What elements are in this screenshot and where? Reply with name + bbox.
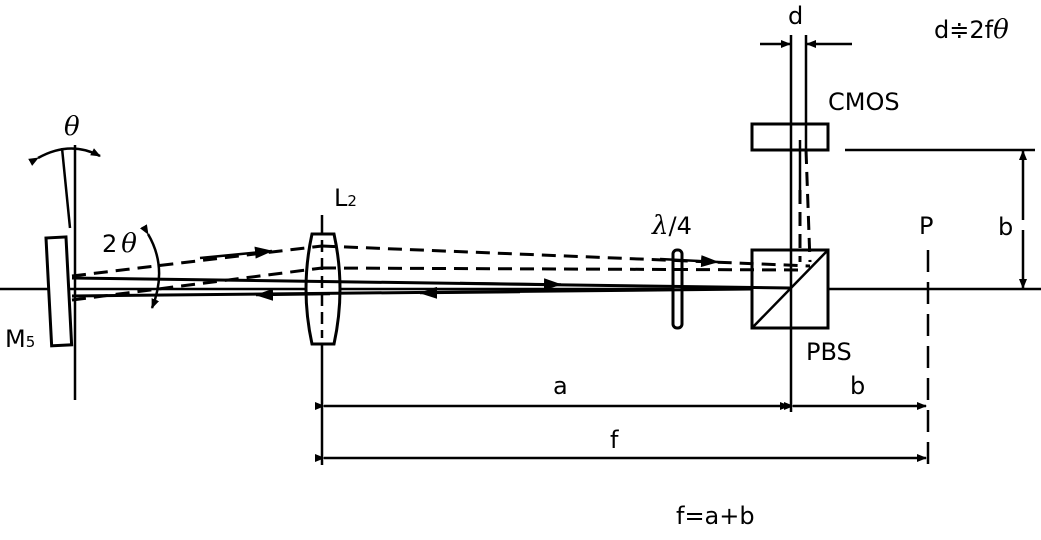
beam-line-right-lower — [804, 149, 812, 263]
beam-solid-lower — [71, 287, 753, 298]
beam-arrow-lower-1 — [419, 286, 521, 299]
beam-solid-upper — [71, 276, 791, 290]
two-theta-arc — [139, 224, 161, 309]
beam-dashed-upper — [71, 244, 323, 278]
label-mirror: M5 — [5, 325, 35, 353]
tilted-normal-line — [60, 147, 72, 229]
beam-dashed-lower — [71, 266, 323, 302]
label-a: a — [553, 372, 568, 400]
label-d: d — [788, 2, 803, 30]
lens-l2 — [304, 215, 342, 465]
mirror-body — [44, 235, 74, 348]
label-b-horizontal: b — [850, 372, 865, 400]
beam-dashed-right-upper — [321, 244, 811, 268]
beam-arrow-upper — [459, 278, 562, 291]
lens-body — [304, 232, 342, 346]
beam-dashed-arrow-1 — [199, 246, 273, 260]
label-p: P — [919, 212, 933, 240]
label-d-formula: d≑2fθ — [934, 15, 1009, 45]
label-waveplate: λ/4 — [651, 211, 692, 241]
theta-arc — [28, 147, 101, 166]
label-f: f — [610, 426, 619, 454]
mirror-m5 — [28, 145, 161, 400]
label-f-formula: f=a+b — [676, 502, 755, 530]
beam-dashed-arrow-2 — [659, 255, 719, 268]
label-pbs: PBS — [806, 338, 852, 366]
label-cmos: CMOS — [828, 88, 900, 116]
beam-dashed-right-lower — [321, 266, 801, 272]
label-lens: L2 — [334, 184, 357, 212]
label-theta: θ — [64, 112, 80, 142]
label-b-vertical: b — [998, 213, 1013, 241]
beam-arrow-lower-2 — [255, 288, 331, 301]
